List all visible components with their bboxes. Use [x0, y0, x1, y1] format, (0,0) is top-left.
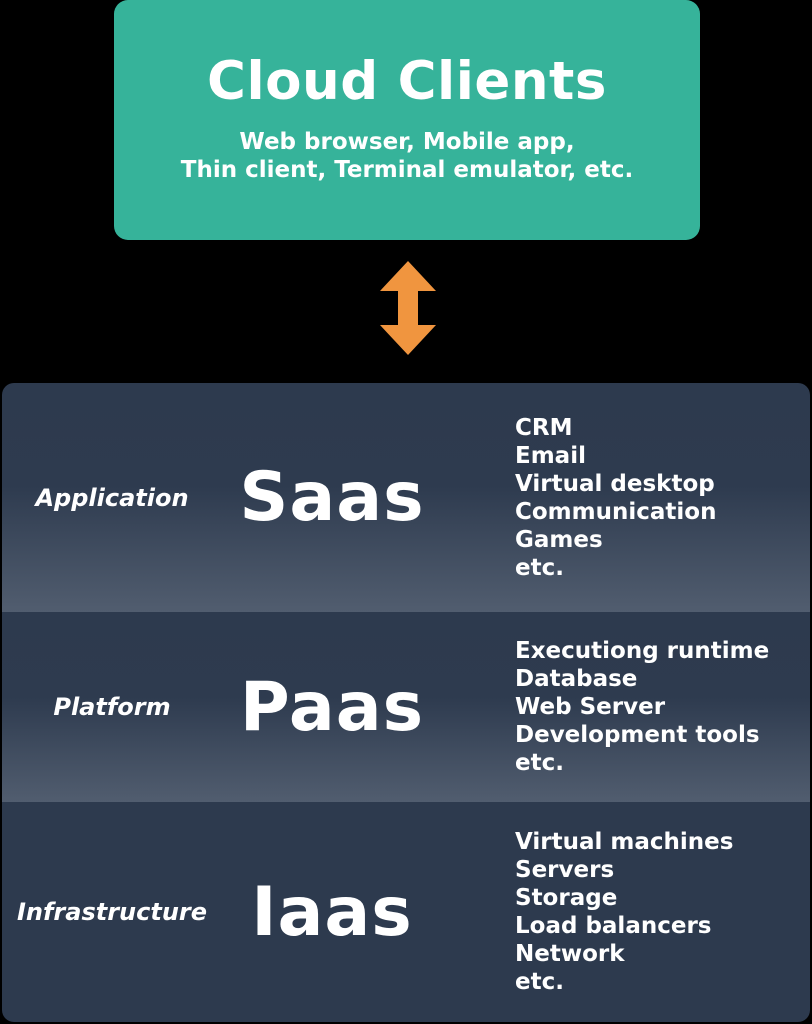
example-item: Web Server	[515, 694, 666, 720]
example-item: etc.	[515, 969, 564, 995]
layer-examples-saas: CRM Email Virtual desktop Communication …	[442, 414, 716, 582]
example-item: Virtual desktop	[515, 470, 715, 497]
example-item: Email	[515, 442, 586, 469]
service-layers-stack: Application Saas CRM Email Virtual deskt…	[2, 383, 810, 1022]
example-item: Development tools	[515, 722, 760, 748]
layer-acronym-paas: Paas	[239, 667, 425, 747]
example-item: Virtual machines	[515, 829, 734, 855]
layer-examples-paas: Executiong runtime Database Web Server D…	[442, 637, 769, 777]
example-item: Database	[515, 666, 638, 692]
cloud-clients-title: Cloud Clients	[207, 50, 607, 112]
example-item: Network	[515, 941, 625, 967]
layer-category-infrastructure: Infrastructure	[16, 898, 208, 926]
example-item: Games	[515, 526, 603, 553]
cloud-clients-subtitle-line2: Thin client, Terminal emulator, etc.	[180, 156, 634, 183]
cloud-clients-subtitle-line1: Web browser, Mobile app,	[239, 128, 575, 155]
example-item: Load balancers	[515, 913, 712, 939]
layer-row-saas: Application Saas CRM Email Virtual deskt…	[2, 383, 810, 612]
layer-category-platform: Platform	[53, 693, 171, 721]
layer-row-paas: Platform Paas Executiong runtime Databas…	[2, 612, 810, 802]
layer-acronym-iaas: Iaas	[251, 872, 413, 952]
example-item: Executiong runtime	[515, 638, 770, 664]
example-item: Servers	[515, 857, 615, 883]
example-item: Storage	[515, 885, 618, 911]
example-item: CRM	[515, 414, 573, 441]
layer-acronym-saas: Saas	[239, 458, 425, 537]
cloud-clients-box: Cloud Clients Web browser, Mobile app, T…	[114, 0, 700, 240]
cloud-clients-subtitle: Web browser, Mobile app, Thin client, Te…	[181, 128, 633, 184]
double-vertical-arrow-icon	[380, 261, 436, 355]
example-item: etc.	[515, 750, 564, 776]
example-item: Communication	[515, 498, 717, 525]
layer-row-iaas: Infrastructure Iaas Virtual machines Ser…	[2, 802, 810, 1022]
layer-examples-iaas: Virtual machines Servers Storage Load ba…	[442, 828, 733, 996]
example-item: etc.	[515, 554, 564, 581]
layer-category-application: Application	[35, 483, 189, 512]
